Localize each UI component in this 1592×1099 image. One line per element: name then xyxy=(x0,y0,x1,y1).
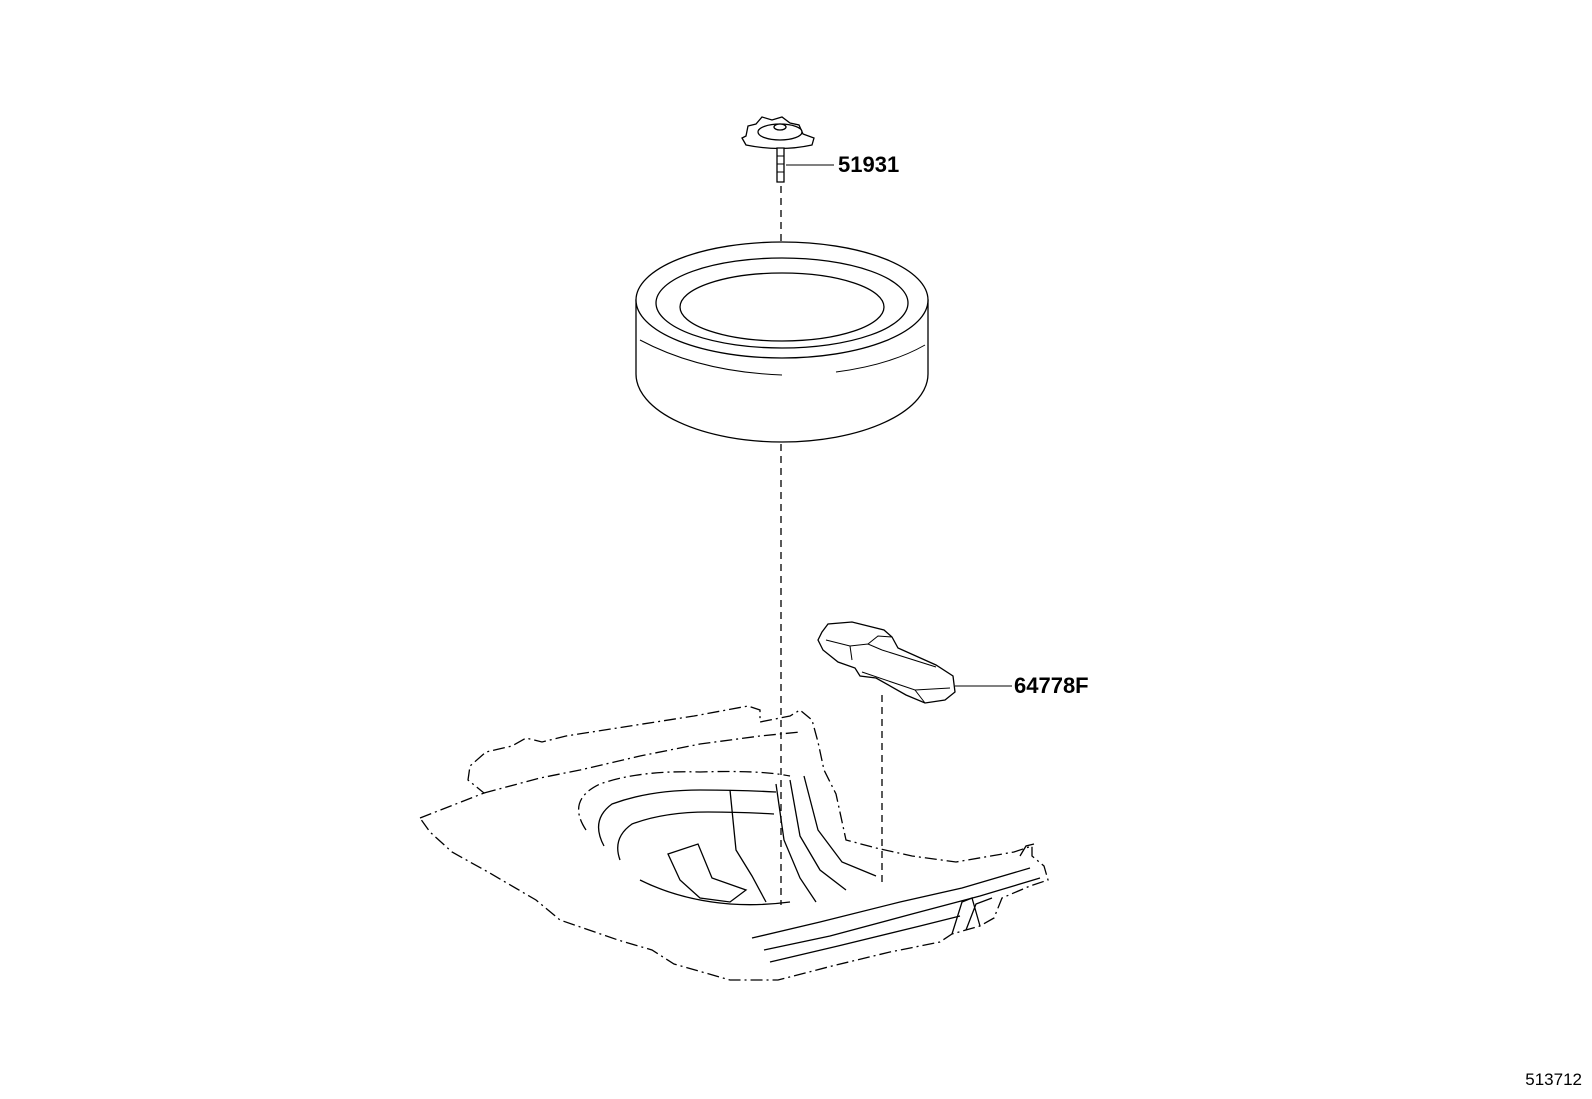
part-label-51931: 51931 xyxy=(838,152,899,177)
rear-floor-pan-drawing xyxy=(418,705,1049,981)
part-label-64778F: 64778F xyxy=(1014,673,1089,698)
clamp-bolt-drawing xyxy=(741,116,815,183)
support-bracket-drawing xyxy=(817,621,956,704)
spare-tire-drawing xyxy=(635,241,929,443)
figure-number: 513712 xyxy=(1525,1070,1582,1089)
